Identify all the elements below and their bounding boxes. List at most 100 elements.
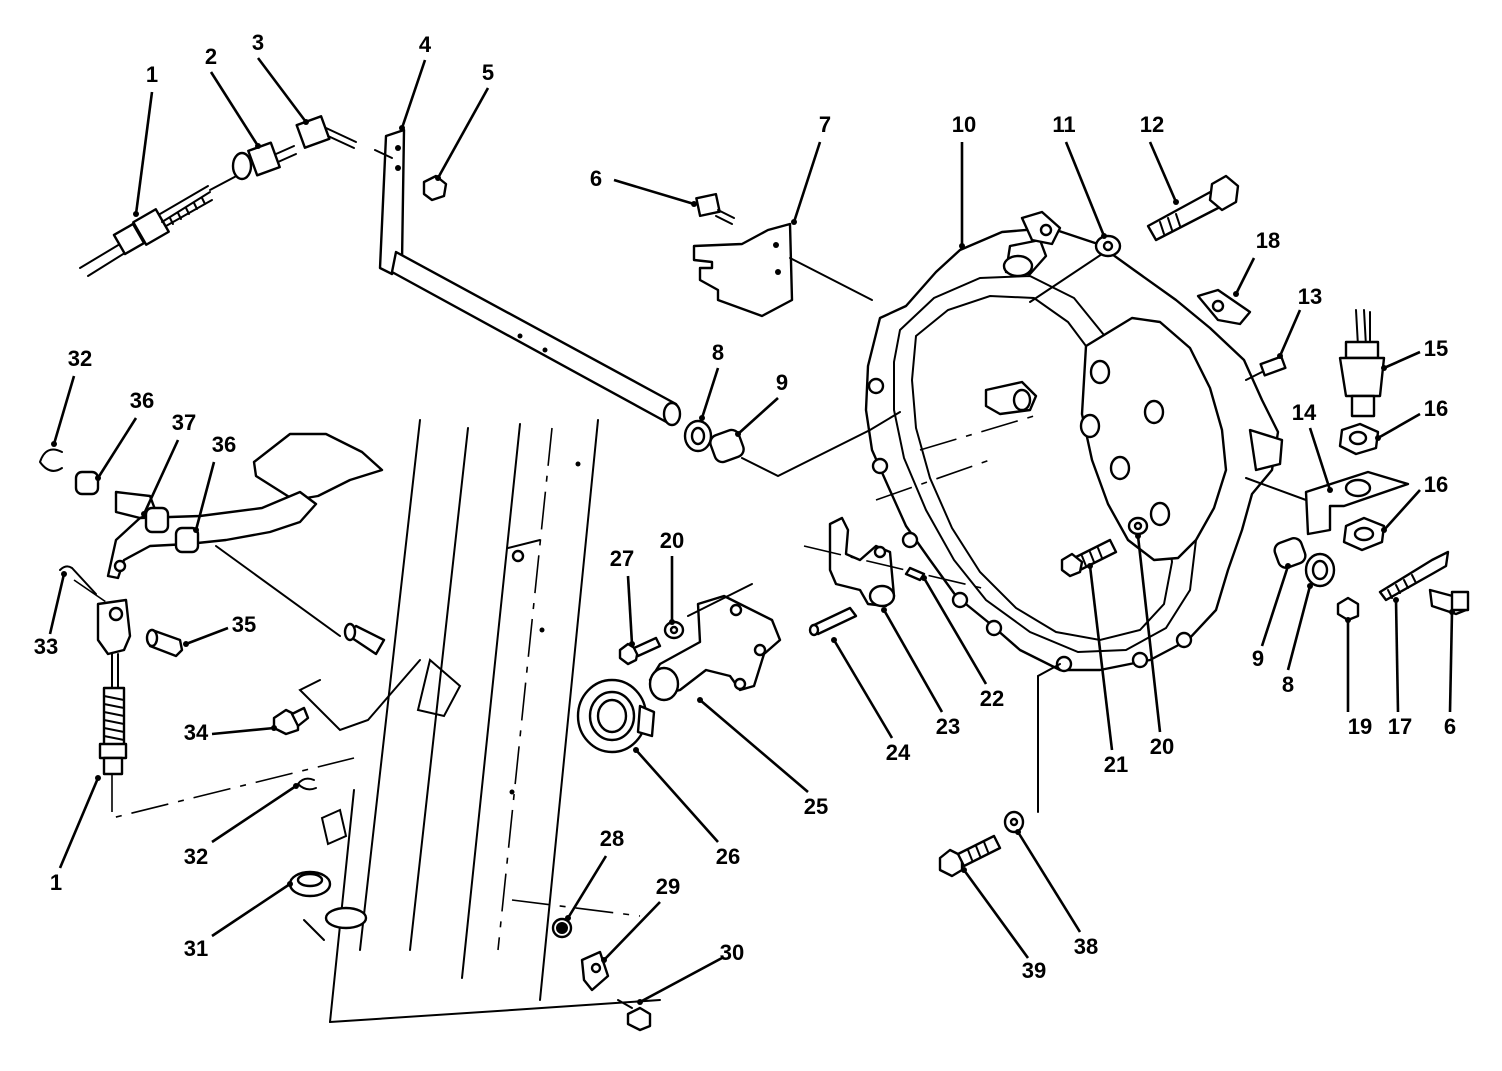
callout-11: 11 xyxy=(1052,112,1075,137)
callout-19: 19 xyxy=(1348,714,1372,739)
callout-leader-tip xyxy=(287,881,293,887)
callout-29: 29 xyxy=(656,874,680,899)
callout-36-left: 36 xyxy=(130,388,154,413)
callout-leader-tip xyxy=(881,607,887,613)
callout-15: 15 xyxy=(1424,336,1448,361)
callout-6-right: 6 xyxy=(1444,714,1456,739)
callout-leader-line xyxy=(699,699,809,793)
callout-leader-tip xyxy=(1173,199,1179,205)
callout-leader-line xyxy=(1088,565,1114,751)
callout-leader-line xyxy=(737,397,779,435)
clutch-pedal xyxy=(106,432,386,656)
callout-leader-line xyxy=(58,777,100,869)
callout-27: 27 xyxy=(610,546,634,571)
callout-leader-line xyxy=(185,626,229,646)
callout-leader-tip xyxy=(959,243,965,249)
callout-leader-tip xyxy=(51,441,57,447)
callout-leader-tip xyxy=(95,475,101,481)
callout-leader-line xyxy=(1016,831,1082,933)
callout-leader-tip xyxy=(791,219,797,225)
dowel-pin xyxy=(1245,355,1287,381)
callout-16-upper: 16 xyxy=(1424,396,1448,421)
callout-35: 35 xyxy=(232,612,256,637)
callout-leader-line xyxy=(922,577,988,685)
callout-leader-line xyxy=(142,439,180,515)
callout-leader-line xyxy=(194,461,216,531)
callout-leaders xyxy=(48,57,1455,1005)
right-shaft-bushings xyxy=(1273,537,1470,622)
callout-leader-line xyxy=(1383,350,1421,370)
callout-leader-tip xyxy=(133,211,139,217)
callout-8-left: 8 xyxy=(712,340,724,365)
callout-leader-tip xyxy=(699,415,705,421)
callout-22: 22 xyxy=(980,686,1004,711)
callout-37: 37 xyxy=(172,410,196,435)
callout-leader-tip xyxy=(193,527,199,533)
callout-8-right: 8 xyxy=(1282,672,1294,697)
callout-32-lower: 32 xyxy=(184,844,208,869)
callout-leader-tip xyxy=(1381,527,1387,533)
callout-leader-line xyxy=(1260,565,1290,647)
shaft-bushings xyxy=(683,411,901,478)
callout-leader-tip xyxy=(141,511,147,517)
callout-leader-tip xyxy=(303,119,309,125)
callout-26: 26 xyxy=(716,844,740,869)
callout-20-left: 20 xyxy=(660,528,684,553)
callout-leader-line xyxy=(48,573,66,635)
callout-leader-tip xyxy=(183,641,189,647)
callout-leader-tip xyxy=(633,747,639,753)
callout-leader-line xyxy=(700,367,720,419)
clutch-cable-upper xyxy=(79,115,357,277)
callout-leader-line xyxy=(882,609,944,713)
clutch-cable-lower xyxy=(59,565,355,820)
callout-10: 10 xyxy=(952,112,976,137)
callout-leader-tip xyxy=(271,725,277,731)
callout-1-lower: 1 xyxy=(50,870,62,895)
callout-33: 33 xyxy=(34,634,58,659)
callout-leader-line xyxy=(603,901,661,961)
callout-leader-tip xyxy=(629,641,635,647)
callout-labels: 1 2 3 4 5 6 7 8 9 10 11 12 13 14 15 16 1… xyxy=(34,30,1456,983)
callout-12: 12 xyxy=(1140,112,1164,137)
callout-leader-line xyxy=(832,639,894,739)
callout-leader-line xyxy=(209,71,260,147)
callout-leader-tip xyxy=(1285,563,1291,569)
callout-5: 5 xyxy=(482,60,494,85)
callout-leader-tip xyxy=(1233,291,1239,297)
callout-leader-tip xyxy=(921,575,927,581)
callout-leader-line xyxy=(626,575,634,645)
callout-leader-line xyxy=(400,59,427,129)
cable-clip-hardware xyxy=(551,917,652,1032)
callout-leader-tip xyxy=(95,775,101,781)
callout-leader-line xyxy=(52,375,76,445)
callout-leader-tip xyxy=(399,125,405,131)
callout-leader-tip xyxy=(1327,487,1333,493)
callout-leader-tip xyxy=(255,143,261,149)
callout-leader-tip xyxy=(637,999,643,1005)
callout-leader-tip xyxy=(1449,609,1455,615)
callout-leader-tip xyxy=(565,915,571,921)
callout-leader-line xyxy=(962,869,1030,959)
callout-leader-tip xyxy=(1381,365,1387,371)
callout-leader-tip xyxy=(61,571,67,577)
callout-31: 31 xyxy=(184,936,208,961)
callout-leader-line xyxy=(1308,427,1332,491)
callout-leader-line xyxy=(613,178,695,206)
callout-leader-line xyxy=(436,87,490,179)
callout-34: 34 xyxy=(184,720,209,745)
housing-lower-bolt xyxy=(938,663,1061,878)
callout-leader-tip xyxy=(697,697,703,703)
callout-leader-tip xyxy=(1015,829,1021,835)
callout-36-right: 36 xyxy=(212,432,236,457)
callout-leader-line xyxy=(211,882,291,938)
callout-leader-line xyxy=(134,91,154,215)
callout-leader-line xyxy=(635,749,719,843)
callout-leader-line xyxy=(1383,489,1421,531)
callout-9-right: 9 xyxy=(1252,646,1264,671)
bell-housing xyxy=(864,210,1284,673)
callout-1-cable: 1 xyxy=(146,62,158,87)
callout-leader-line xyxy=(1448,611,1454,713)
callout-39: 39 xyxy=(1022,958,1046,983)
callout-leader-line xyxy=(1278,309,1302,357)
callout-32-upper: 32 xyxy=(68,346,92,371)
